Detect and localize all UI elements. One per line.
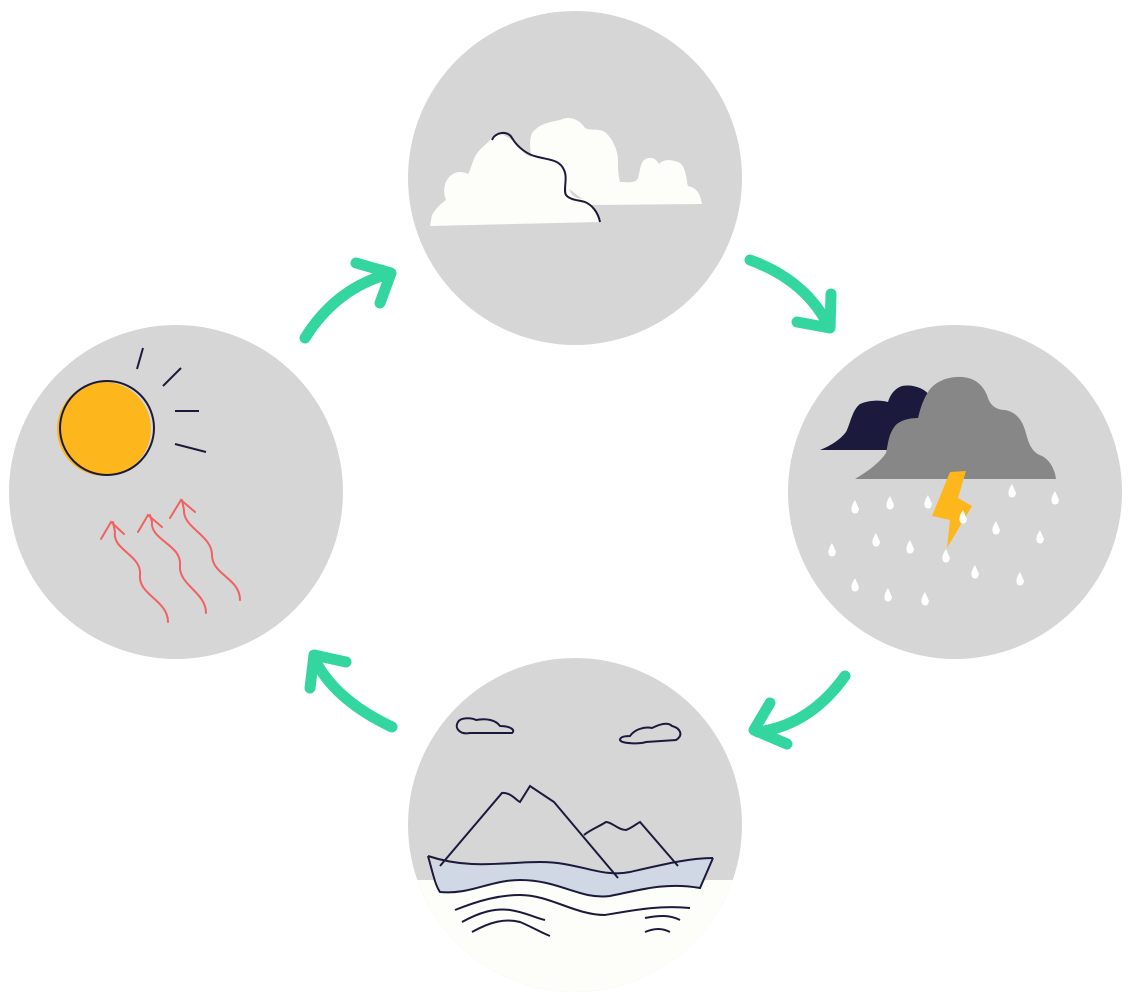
clouds-icon [430,117,702,226]
stage-circle-evaporation [9,325,343,659]
water-band [430,858,713,897]
mountains [427,784,714,937]
storm-rain-icon [820,376,1059,606]
curved-arrow-icon [744,254,834,331]
arrow-collection-to-evaporation [304,649,398,733]
arrow-head-icon [304,649,352,694]
arrow-precipitation-to-collection [748,670,851,750]
cloud-front [430,134,600,226]
storm-cloud-grey [855,376,1056,479]
curved-arrow-icon [752,670,851,738]
water-foreground [408,880,742,992]
small-clouds [455,717,682,745]
cloud-outline [491,132,601,223]
heat-waves-icon [100,498,241,623]
sun-heat-icon [57,347,241,623]
sun-icon [57,347,207,476]
arrow-evaporation-to-condensation [299,257,397,344]
arrow-condensation-to-precipitation [744,254,837,334]
rain-drops [828,484,1059,606]
cloud-back [530,117,702,205]
arrow-head-icon [748,697,793,750]
arrow-head-icon [350,257,397,309]
curved-arrow-icon [309,654,398,733]
arrow-head-icon [791,288,837,334]
cycle-arrows [299,254,851,750]
curved-arrow-icon [299,269,391,344]
lightning-icon [932,471,972,548]
